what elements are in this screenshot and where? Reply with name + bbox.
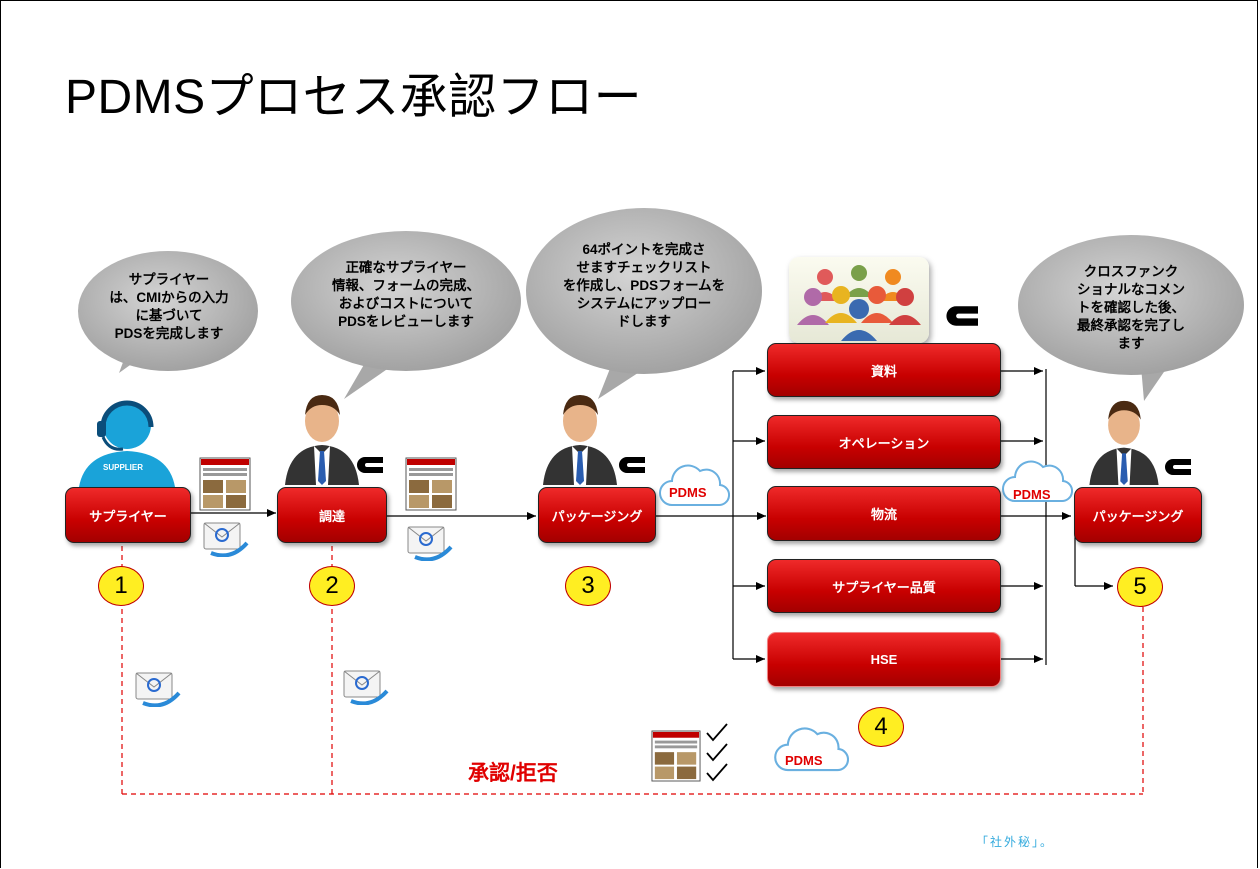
- businessman-icon: [543, 395, 617, 485]
- step-number-5: 5: [1117, 567, 1163, 607]
- bubble-3-text: 64ポイントを完成させますチェックリストを作成し、PDSフォームをシステムにアッ…: [562, 242, 726, 329]
- step-number-3: 3: [565, 566, 611, 606]
- email-icon: [135, 672, 181, 707]
- speech-bubble-3: [526, 208, 762, 399]
- cloud-icon: [1002, 460, 1073, 503]
- cummins-logo-icon: [619, 457, 645, 473]
- pdms-label: PDMS: [785, 753, 823, 768]
- cloud-icon: [774, 727, 849, 772]
- box-packaging-1[interactable]: パッケージング: [538, 487, 656, 543]
- cummins-logo-icon: [1165, 459, 1191, 475]
- speech-bubble-5: [1018, 235, 1244, 401]
- approve-reject-label: 承認/拒否: [468, 762, 558, 785]
- cummins-logo-icon: [357, 457, 383, 473]
- pds-form-icon: [405, 457, 457, 511]
- speech-bubble-2: [291, 231, 521, 399]
- step-number-2: 2: [309, 566, 355, 606]
- businessman-icon: [285, 395, 359, 485]
- cloud-icon: [659, 464, 730, 507]
- step-number-4: 4: [858, 707, 904, 747]
- box-procurement[interactable]: 調達: [277, 487, 387, 543]
- email-icon: [203, 522, 249, 557]
- speech-bubble-1: [78, 251, 258, 373]
- pds-form-icon: [651, 730, 701, 782]
- businessman-icon: [1089, 400, 1159, 485]
- box-operations[interactable]: オペレーション: [767, 415, 1001, 469]
- box-logistics[interactable]: 物流: [767, 486, 1001, 541]
- pdms-label: PDMS: [669, 485, 707, 500]
- pdms-label: PDMS: [1013, 487, 1051, 502]
- box-supplier-quality[interactable]: サプライヤー品質: [767, 559, 1001, 613]
- supplier-badge: SUPPLIER: [103, 463, 144, 472]
- email-icon: [407, 526, 453, 561]
- step-number-1: 1: [98, 566, 144, 606]
- pds-form-icon: [199, 457, 251, 511]
- approval-dashed-line: [121, 546, 1144, 795]
- confidential-footer: 「社外秘」。: [976, 835, 1055, 849]
- box-materials[interactable]: 資料: [767, 343, 1001, 397]
- box-hse[interactable]: HSE: [767, 632, 1001, 687]
- headset-person-icon: [79, 400, 175, 487]
- team-icon: [789, 257, 929, 343]
- box-supplier[interactable]: サプライヤー: [65, 487, 191, 543]
- email-icon: [343, 670, 389, 705]
- checkmark-icon: [706, 723, 728, 782]
- cummins-logo-icon: [946, 306, 978, 326]
- bubble-5-text: クロスファンクショナルなコメントを確認した後、最終承認を完了します: [1077, 264, 1185, 351]
- page-title: PDMSプロセス承認フロー: [65, 71, 643, 124]
- box-packaging-2[interactable]: パッケージング: [1074, 487, 1202, 543]
